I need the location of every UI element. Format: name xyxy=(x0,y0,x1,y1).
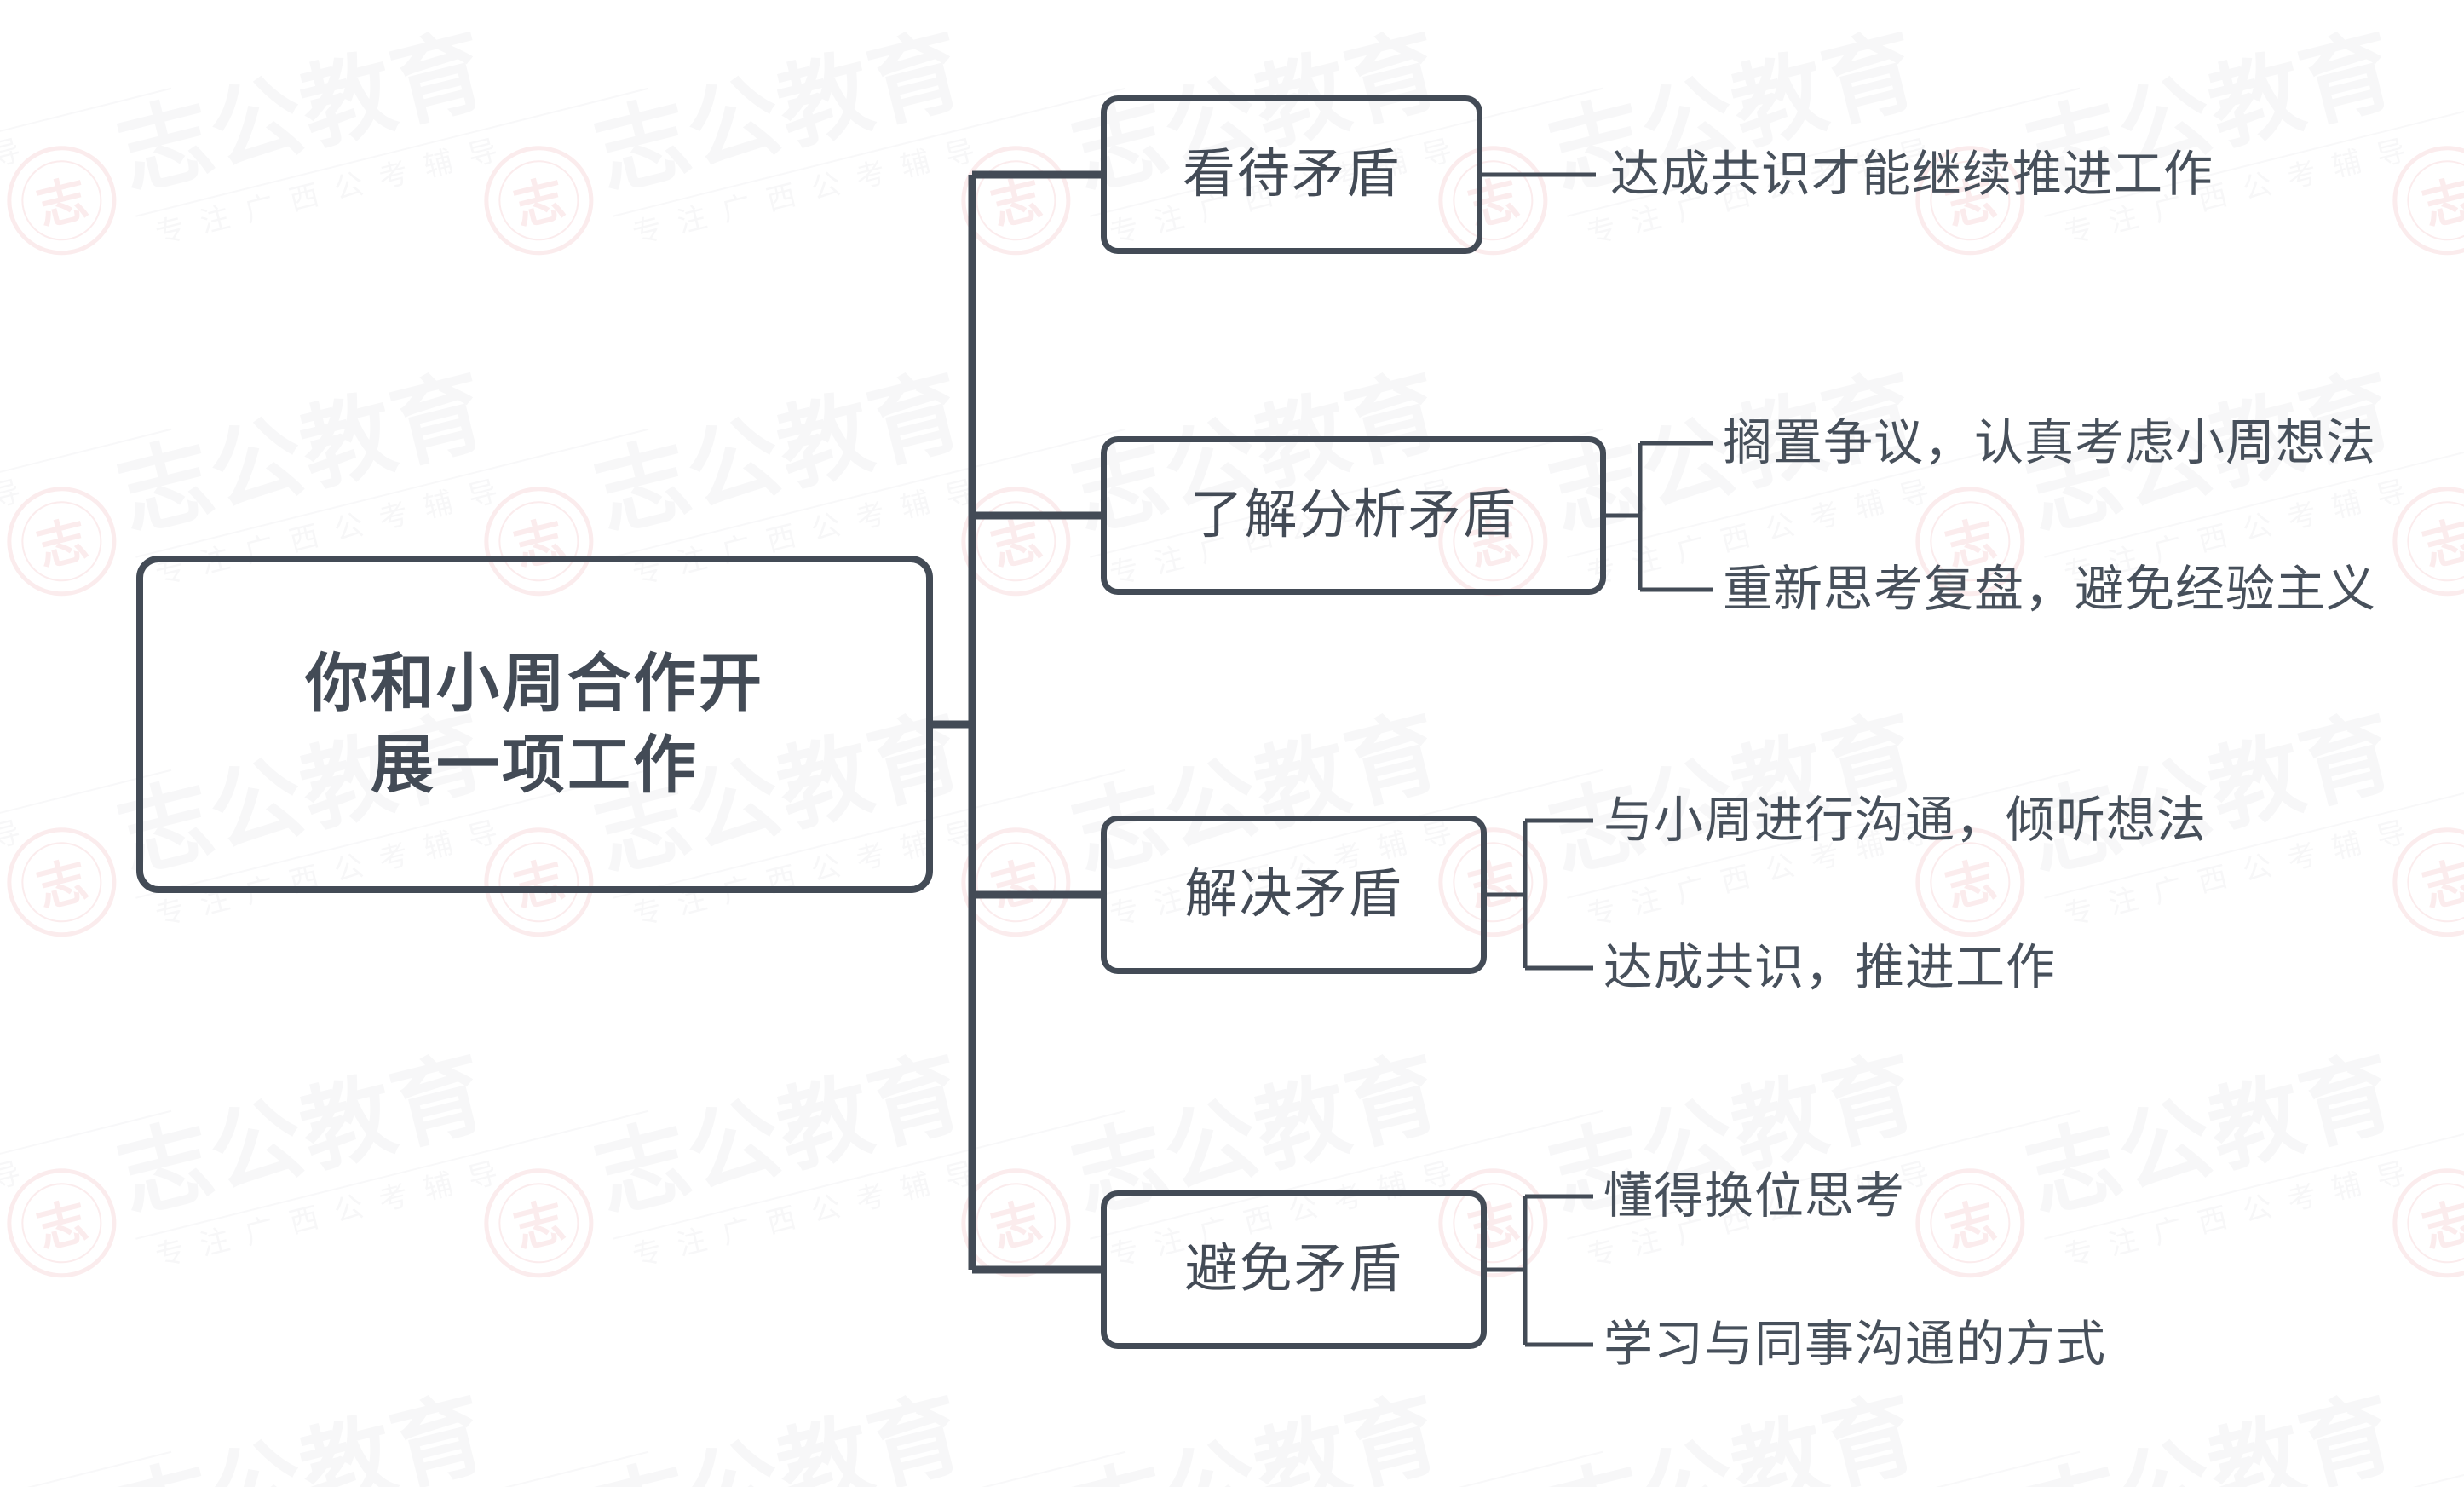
branch-node-4[interactable]: 避免矛盾 xyxy=(1101,1190,1487,1349)
branch-node-1[interactable]: 看待矛盾 xyxy=(1101,95,1482,254)
branch-node-2[interactable]: 了解分析矛盾 xyxy=(1101,436,1606,595)
root-node[interactable]: 你和小周合作开 展一项工作 xyxy=(136,556,933,893)
leaf-text-3-2[interactable]: 达成共识，推进工作 xyxy=(1603,940,2057,996)
leaf-text-2-1[interactable]: 搁置争议，认真考虑小周想法 xyxy=(1723,415,2377,471)
branch-node-4-label: 避免矛盾 xyxy=(1184,1240,1403,1300)
branch-node-2-label: 了解分析矛盾 xyxy=(1189,486,1517,545)
leaf-text-1-1[interactable]: 达成共识才能继续推进工作 xyxy=(1610,147,2214,203)
branch-node-1-label: 看待矛盾 xyxy=(1182,145,1401,205)
leaf-text-2-2[interactable]: 重新思考复盘，避免经验主义 xyxy=(1723,562,2377,618)
leaf-text-3-1[interactable]: 与小周进行沟通，倾听想法 xyxy=(1603,792,2208,849)
branch-node-3[interactable]: 解决矛盾 xyxy=(1101,816,1487,974)
leaf-text-4-1[interactable]: 懂得换位思考 xyxy=(1603,1168,1906,1225)
leaf-text-4-2[interactable]: 学习与同事沟通的方式 xyxy=(1603,1317,2107,1373)
root-node-label: 你和小周合作开 展一项工作 xyxy=(305,647,764,800)
branch-node-3-label: 解决矛盾 xyxy=(1184,865,1403,925)
